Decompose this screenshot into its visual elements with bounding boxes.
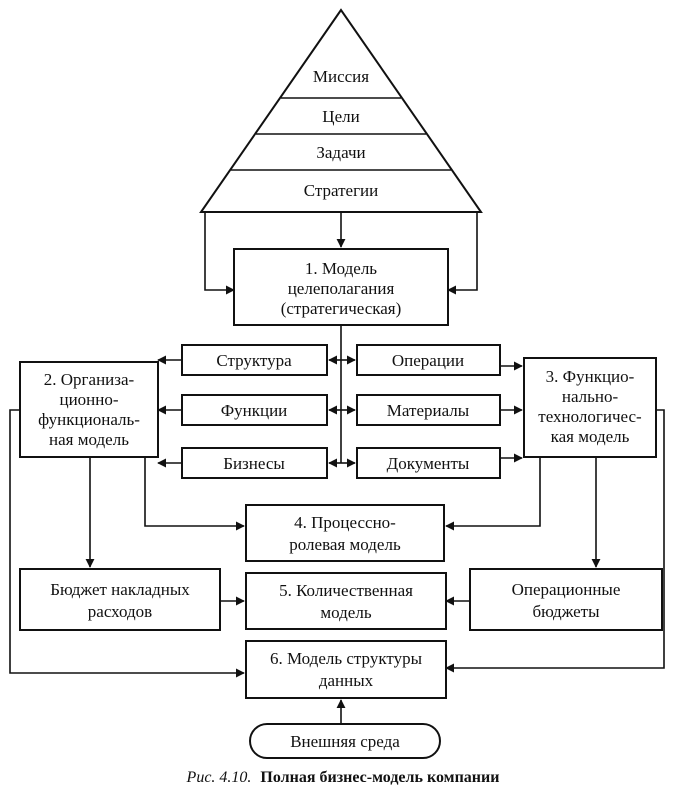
- figure-caption: Рис. 4.10. Полная бизнес-модель компании: [186, 769, 500, 786]
- svg-text:ная модель: ная модель: [49, 430, 129, 449]
- functions-box: Функции: [181, 394, 328, 426]
- connectors: [9, 212, 665, 724]
- svg-text:Внешняя среда: Внешняя среда: [290, 732, 400, 751]
- arrow-func-to-process: [445, 457, 541, 531]
- structure-box: Структура: [181, 344, 328, 376]
- process-model-box: 4. Процессно- ролевая модель: [245, 504, 445, 562]
- documents-box: Документы: [356, 447, 501, 479]
- svg-text:нально-: нально-: [562, 387, 619, 406]
- arrow-pyramid-left-to-goal: [204, 212, 235, 295]
- nodes: 1. Модель целеполагания (стратегическая)…: [19, 248, 663, 759]
- pyramid-level-goals: Цели: [322, 107, 359, 126]
- svg-text:Структура: Структура: [216, 351, 292, 370]
- svg-text:Бизнесы: Бизнесы: [223, 454, 285, 473]
- arrow-pyramid-right-to-goal: [447, 212, 478, 295]
- svg-text:технологичес-: технологичес-: [538, 407, 642, 426]
- svg-text:Документы: Документы: [387, 454, 470, 473]
- pyramid-level-mission: Миссия: [313, 67, 369, 86]
- op-budgets-box: Операционные бюджеты: [469, 568, 663, 631]
- figure-number: Рис. 4.10.: [186, 769, 252, 786]
- svg-text:4. Процессно-: 4. Процессно-: [294, 513, 396, 532]
- overhead-budget-box: Бюджет накладных расходов: [19, 568, 221, 631]
- svg-text:Функции: Функции: [221, 401, 288, 420]
- pyramid-level-strategies: Стратегии: [304, 181, 379, 200]
- arrow-func-to-data-model: [445, 409, 665, 673]
- operations-box: Операции: [356, 344, 501, 376]
- goal-model-box: 1. Модель целеполагания (стратегическая): [233, 248, 449, 326]
- arrow-org-to-data-model: [9, 409, 245, 678]
- func-model-box: 3. Функцио- нально- технологичес- кая мо…: [523, 357, 657, 458]
- svg-text:5. Количественная: 5. Количественная: [279, 581, 413, 600]
- svg-text:бюджеты: бюджеты: [532, 602, 600, 621]
- pyramid-level-tasks: Задачи: [316, 143, 365, 162]
- svg-text:функциональ-: функциональ-: [38, 410, 140, 429]
- svg-text:модель: модель: [320, 603, 371, 622]
- org-model-box: 2. Организа- ционно- функциональ- ная мо…: [19, 361, 159, 458]
- data-model-box: 6. Модель структуры данных: [245, 640, 447, 699]
- svg-text:3. Функцио-: 3. Функцио-: [546, 367, 635, 386]
- svg-text:данных: данных: [319, 671, 374, 690]
- svg-text:6. Модель структуры: 6. Модель структуры: [270, 649, 423, 668]
- svg-text:1. Модель: 1. Модель: [305, 259, 377, 278]
- materials-box: Материалы: [356, 394, 501, 426]
- svg-text:Материалы: Материалы: [387, 401, 470, 420]
- svg-text:(стратегическая): (стратегическая): [281, 299, 402, 318]
- svg-text:Операционные: Операционные: [512, 580, 621, 599]
- svg-text:кая модель: кая модель: [551, 427, 630, 446]
- svg-text:Бюджет накладных: Бюджет накладных: [50, 580, 190, 599]
- svg-text:2. Организа-: 2. Организа-: [44, 370, 135, 389]
- environment-box: Внешняя среда: [249, 723, 441, 759]
- strategy-pyramid: Миссия Цели Задачи Стратегии: [199, 8, 483, 213]
- svg-text:ционно-: ционно-: [59, 390, 118, 409]
- arrow-org-to-process: [144, 457, 245, 531]
- svg-text:ролевая модель: ролевая модель: [289, 535, 401, 554]
- quant-model-box: 5. Количественная модель: [245, 572, 447, 630]
- svg-text:целеполагания: целеполагания: [288, 279, 395, 298]
- businesses-box: Бизнесы: [181, 447, 328, 479]
- svg-text:Операции: Операции: [392, 351, 464, 370]
- svg-text:расходов: расходов: [88, 602, 152, 621]
- figure-title: Полная бизнес-модель компании: [260, 769, 499, 786]
